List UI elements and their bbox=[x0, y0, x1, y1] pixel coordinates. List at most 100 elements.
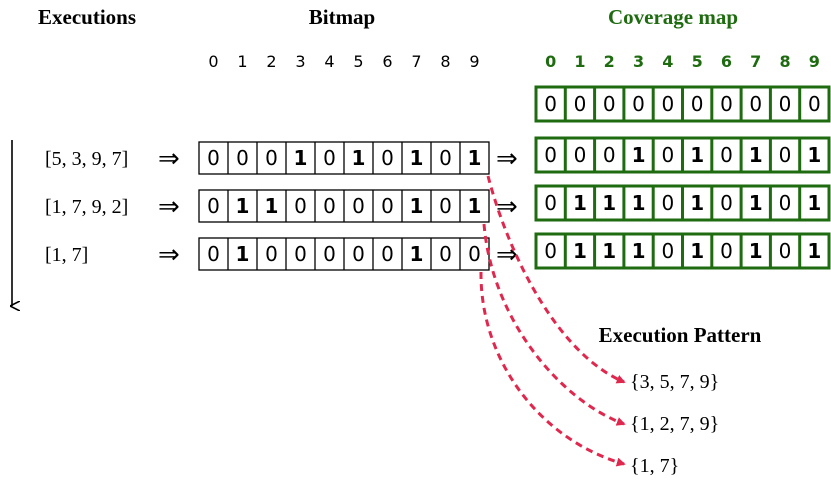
coverage-index-label: 3 bbox=[633, 52, 644, 71]
pattern-dashed-arrow bbox=[486, 175, 626, 384]
bitmap-index-label: 3 bbox=[295, 52, 305, 71]
coverage-row-cell: 1 bbox=[632, 191, 646, 215]
bitmap-row-cell: 0 bbox=[323, 146, 336, 170]
coverage-row-cell: 0 bbox=[661, 191, 674, 215]
bitmap-row-cell: 0 bbox=[381, 146, 394, 170]
coverage-row-cell: 1 bbox=[632, 143, 646, 167]
coverage-row-cell: 1 bbox=[749, 191, 763, 215]
coverage-index-label: 1 bbox=[574, 52, 585, 71]
bitmap-index-label: 8 bbox=[440, 52, 450, 71]
bitmap-row-cell: 0 bbox=[323, 194, 336, 218]
coverage-index-label: 6 bbox=[721, 52, 732, 71]
bitmap-index-label: 2 bbox=[266, 52, 276, 71]
coverage-row-cell: 1 bbox=[632, 239, 646, 263]
coverage-row-cell: 0 bbox=[661, 143, 674, 167]
bitmap-row-cell: 0 bbox=[381, 242, 394, 266]
bitmap-index-label: 7 bbox=[411, 52, 421, 71]
bitmap-index-label: 6 bbox=[382, 52, 392, 71]
coverage-row-cell: 1 bbox=[807, 239, 821, 263]
bitmap-row-cell: 1 bbox=[410, 242, 424, 266]
initial-coverage-cell: 0 bbox=[779, 92, 792, 116]
bitmap-row-cell: 0 bbox=[323, 242, 336, 266]
coverage-row-cell: 0 bbox=[544, 143, 557, 167]
coverage-row-cell: 1 bbox=[573, 191, 587, 215]
coverage-row-cell: 1 bbox=[749, 239, 763, 263]
coverage-row-cell: 1 bbox=[602, 191, 616, 215]
initial-coverage-cell: 0 bbox=[661, 92, 674, 116]
coverage-row-cell: 1 bbox=[807, 191, 821, 215]
coverage-row-cell: 0 bbox=[720, 191, 733, 215]
arrow-to-bitmap: ⇒ bbox=[158, 192, 180, 222]
bitmap-row-cell: 0 bbox=[439, 242, 452, 266]
coverage-index-label: 7 bbox=[750, 52, 761, 71]
bitmap-row-cell: 0 bbox=[207, 194, 220, 218]
bitmap-row-cell: 0 bbox=[265, 242, 278, 266]
coverage-row-cell: 0 bbox=[779, 143, 792, 167]
arrow-to-coverage: ⇒ bbox=[496, 240, 518, 270]
execution-pattern-header: Execution Pattern bbox=[599, 323, 762, 347]
bitmap-index-label: 9 bbox=[469, 52, 479, 71]
execution-input-label: [1, 7, 9, 2] bbox=[45, 196, 128, 218]
bitmap-index-label: 5 bbox=[353, 52, 363, 71]
initial-coverage-cell: 0 bbox=[749, 92, 762, 116]
coverage-row-cell: 1 bbox=[690, 239, 704, 263]
bitmap-row-cell: 1 bbox=[236, 194, 250, 218]
bitmap-index-label: 1 bbox=[237, 52, 247, 71]
coverage-index-label: 5 bbox=[692, 52, 703, 71]
bitmap-row-cell: 0 bbox=[439, 194, 452, 218]
initial-coverage-cell: 0 bbox=[720, 92, 733, 116]
coverage-index-label: 0 bbox=[545, 52, 556, 71]
coverage-row-cell: 1 bbox=[573, 239, 587, 263]
execution-pattern: {1, 2, 7, 9} bbox=[630, 413, 719, 435]
bitmap-index-label: 4 bbox=[324, 52, 334, 71]
execution-pattern: {3, 5, 7, 9} bbox=[630, 371, 719, 393]
arrow-to-coverage: ⇒ bbox=[496, 144, 518, 174]
bitmap-row-cell: 0 bbox=[468, 242, 481, 266]
execution-patterns: {3, 5, 7, 9} {1, 2, 7, 9} {1, 7} bbox=[630, 371, 719, 477]
bitmap-index-label: 0 bbox=[208, 52, 218, 71]
coverage-row-cell: 0 bbox=[720, 143, 733, 167]
initial-coverage-cell: 0 bbox=[632, 92, 645, 116]
coverage-row-cell: 0 bbox=[544, 239, 557, 263]
coverage-row-cell: 1 bbox=[690, 191, 704, 215]
bitmap-row-cell: 0 bbox=[352, 194, 365, 218]
pattern-arrows bbox=[479, 175, 626, 467]
bitmap-row-cell: 1 bbox=[468, 194, 482, 218]
coverage-row-cell: 0 bbox=[574, 143, 587, 167]
bitmap-row-cell: 0 bbox=[236, 146, 249, 170]
execution-input-label: [5, 3, 9, 7] bbox=[45, 148, 128, 170]
bitmap-row-cell: 0 bbox=[207, 146, 220, 170]
coverage-row-cell: 1 bbox=[690, 143, 704, 167]
bitmap-row-cell: 0 bbox=[207, 242, 220, 266]
bitmap-row-cell: 1 bbox=[352, 146, 366, 170]
coverage-row-cell: 1 bbox=[749, 143, 763, 167]
coverage-map-header: Coverage map bbox=[608, 5, 738, 29]
coverage-index-label: 4 bbox=[662, 52, 673, 71]
bitmap-row-cell: 0 bbox=[294, 194, 307, 218]
executions-header: Executions bbox=[38, 5, 136, 29]
coverage-row-cell: 0 bbox=[603, 143, 616, 167]
execution-input-label: [1, 7] bbox=[45, 244, 88, 266]
bitmap-row-cell: 0 bbox=[352, 242, 365, 266]
bitmap-row-cell: 1 bbox=[236, 242, 250, 266]
bitmap-row-cell: 1 bbox=[265, 194, 279, 218]
coverage-row-cell: 1 bbox=[602, 239, 616, 263]
arrow-to-bitmap: ⇒ bbox=[158, 144, 180, 174]
bitmap-row-cell: 0 bbox=[439, 146, 452, 170]
coverage-row-cell: 0 bbox=[544, 191, 557, 215]
bitmap-row-cell: 1 bbox=[410, 194, 424, 218]
bitmap-row-cell: 1 bbox=[468, 146, 482, 170]
coverage-row-cell: 0 bbox=[661, 239, 674, 263]
coverage-index-label: 8 bbox=[779, 52, 790, 71]
execution-pattern: {1, 7} bbox=[630, 455, 679, 477]
